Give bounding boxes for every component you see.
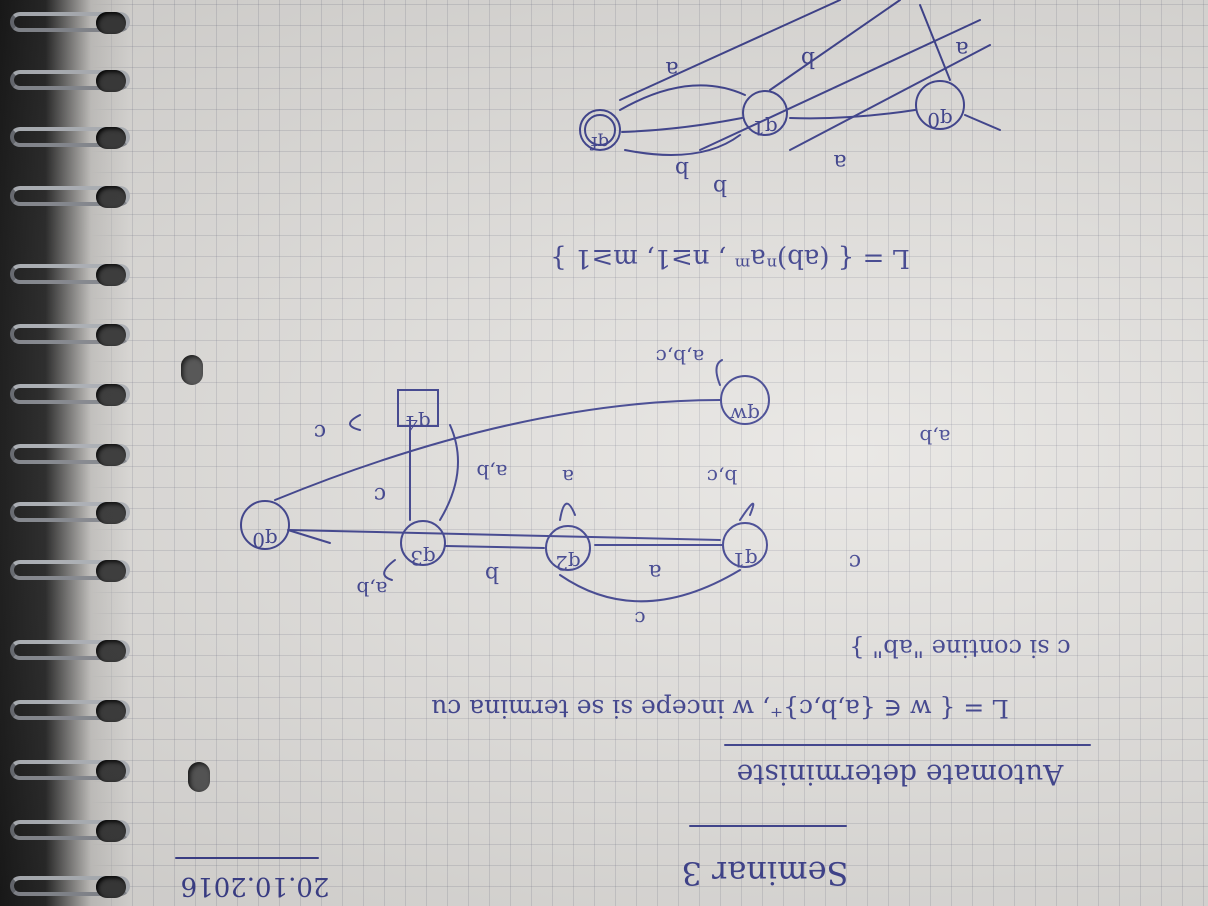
language-def-line1: L = { w ∈ {a,b,c}⁺, w incepe si se termi… [431, 694, 1009, 723]
label2-t6: b [713, 174, 727, 199]
state-q4-final [397, 389, 439, 427]
heading-text: Automate deterministe [737, 758, 1065, 791]
spiral-ring [10, 560, 130, 580]
spiral-hole [96, 127, 126, 149]
start-arrow-2 [964, 114, 1001, 131]
state2-qf-label: qf [590, 132, 610, 153]
diagram-1: q0 q1 q2 q3 q4 qw c [240, 345, 951, 631]
label-loop-q3: a,b [356, 577, 387, 601]
loop-q3 [383, 559, 396, 581]
edge2-long-3 [789, 44, 991, 151]
spiral-hole [96, 444, 126, 466]
loop-qw [715, 359, 723, 386]
spiral-hole [96, 502, 126, 524]
loop-q2 [559, 502, 576, 521]
state2-q1 [742, 90, 788, 136]
spiral-ring [10, 876, 130, 896]
edge2-long-2 [619, 0, 841, 101]
edge-q2-q1 [559, 569, 741, 603]
label-q0-q1: c [849, 549, 861, 574]
loop-q4 [349, 414, 361, 431]
punch-hole [188, 762, 210, 792]
diagram-2: q0 q1 qf a b a b a b [579, 0, 1001, 199]
spiral-hole [96, 324, 126, 346]
spiral-hole [96, 700, 126, 722]
state2-qf [579, 109, 621, 151]
state2-q0 [915, 80, 965, 130]
start-arrow [287, 529, 331, 544]
spiral-hole [96, 384, 126, 406]
label-q2-q3: b [485, 561, 499, 586]
spiral-ring [10, 502, 130, 522]
label2-t5: a [833, 149, 846, 174]
spiral-ring [10, 324, 130, 344]
state-qw-label: qw [730, 403, 760, 427]
punch-hole [181, 355, 203, 385]
spiral-hole [96, 70, 126, 92]
label-q2-q1: c [634, 607, 645, 631]
state2-qf-inner [584, 114, 616, 146]
edge-q2-q3 [445, 545, 545, 549]
edge2-long-1 [769, 0, 901, 91]
spiral-ring [10, 700, 130, 720]
edge-q0-qw [274, 399, 721, 501]
date-text: 20.10.2016 [181, 871, 330, 901]
label-loop-qw: a,b,c [656, 345, 705, 369]
spiral-hole [96, 264, 126, 286]
label-loop-q1: b,c [707, 465, 737, 489]
seminar-title: Seminar 3 [682, 854, 849, 892]
edge2-q1-qf [621, 117, 743, 133]
state-q3-label: q3 [410, 546, 436, 570]
state-q0 [240, 500, 290, 550]
spiral-hole [96, 760, 126, 782]
spiral-ring [10, 384, 130, 404]
state-q2-label: q2 [555, 551, 581, 575]
label2-t1: a [665, 56, 678, 81]
spiral-ring [10, 264, 130, 284]
spiral-hole [96, 12, 126, 34]
spiral-hole [96, 186, 126, 208]
spiral-hole [96, 560, 126, 582]
spiral-hole [96, 640, 126, 662]
state-q1-label: q1 [732, 548, 758, 572]
label-q3-q4: c [374, 482, 386, 507]
state-q3 [400, 520, 446, 566]
spiral-ring [10, 186, 130, 206]
state2-q0-label: q0 [927, 108, 953, 132]
edge2-up [919, 4, 951, 81]
label2-t2: b [801, 46, 815, 71]
spiral-ring [10, 12, 130, 32]
edge2-qf-q1 [619, 84, 746, 111]
language-def-2: L = { (ab)ⁿaᵐ , n≥1, m≥1 } [550, 243, 910, 273]
spiral-hole [96, 820, 126, 842]
label2-t3: a [955, 36, 968, 61]
edge2-curve [624, 134, 741, 156]
state-q0-label: q0 [252, 528, 278, 552]
label-q0-qw: a,b [919, 425, 950, 449]
spiral-ring [10, 70, 130, 90]
spiral-ring [10, 444, 130, 464]
language-def-line2: c si contine "ab" } [849, 634, 1070, 662]
spiral-ring [10, 640, 130, 660]
state-q2 [545, 525, 591, 571]
spiral-ring [10, 760, 130, 780]
edge2-long-4 [699, 19, 981, 151]
label-q4-q3: a,b [476, 460, 507, 484]
edge-q0-q1 [288, 529, 721, 541]
spiral-ring [10, 127, 130, 147]
loop-q1 [739, 502, 755, 521]
label-q1-q2: a [648, 559, 661, 584]
label2-t4: b [675, 156, 689, 181]
edge-q4-q3 [439, 424, 459, 521]
spiral-hole [96, 876, 126, 898]
label-loop-q2: a [562, 465, 574, 489]
label-loop-q4: c [314, 419, 326, 444]
spiral-ring [10, 820, 130, 840]
